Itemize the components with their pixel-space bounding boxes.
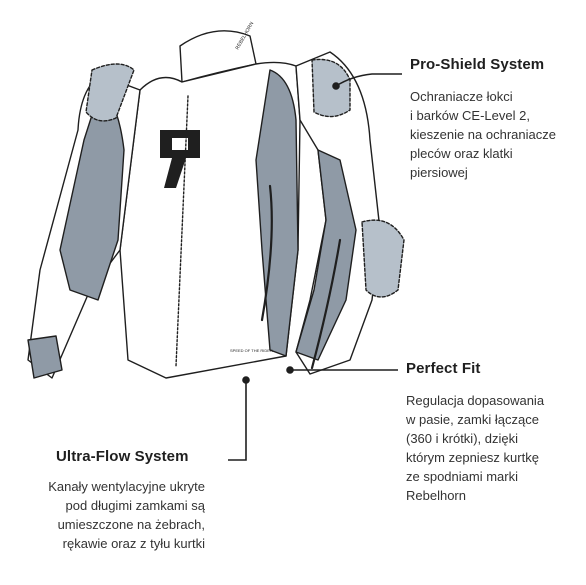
elbow-protector <box>361 219 405 298</box>
feature-description: Ochraniacze łokci i barków CE-Level 2, k… <box>410 87 580 182</box>
desc-line: Regulacja dopasowania <box>406 393 545 408</box>
desc-line: Ochraniacze łokci <box>410 89 513 104</box>
desc-line: pleców oraz klatki <box>410 146 513 161</box>
feature-title: Ultra-Flow System <box>56 448 189 465</box>
callout-pro-shield <box>335 73 402 87</box>
desc-line: umieszczone na żebrach, <box>57 517 205 532</box>
feature-pro-shield: Pro-Shield System Ochraniacze łokci i ba… <box>410 56 580 182</box>
sleeve-vent-zipper <box>310 238 342 370</box>
callout-ultra-flow <box>228 380 247 461</box>
center-zipper <box>175 95 189 367</box>
brand-logo-icon <box>160 130 200 188</box>
desc-line: piersiowej <box>410 165 468 180</box>
desc-line: Rebelhorn <box>406 488 466 503</box>
shoulder-protector-left <box>85 63 135 122</box>
feature-description: Regulacja dopasowania w pasie, zamki łąc… <box>406 391 576 505</box>
desc-line: kieszenie na ochraniacze <box>410 127 556 142</box>
desc-line: (360 i krótki), dzięki <box>406 431 518 446</box>
feature-title: Pro-Shield System <box>410 56 545 73</box>
feature-perfect-fit: Perfect Fit Regulacja dopasowania w pasi… <box>406 360 576 505</box>
desc-line: w pasie, zamki łączące <box>406 412 539 427</box>
jacket-left-cuff <box>27 335 63 379</box>
shoulder-protector-right <box>311 58 351 118</box>
feature-ultra-flow: Ultra-Flow System Kanały wentylacyjne uk… <box>10 448 205 553</box>
desc-line: i barków CE-Level 2, <box>410 108 530 123</box>
desc-line: Kanały wentylacyjne ukryte <box>48 479 205 494</box>
hip-label-text: SPEED OF THE RIDER <box>230 348 273 353</box>
jacket-right-sleeve-panel <box>295 149 357 361</box>
feature-description: Kanały wentylacyjne ukryte pod długimi z… <box>10 477 205 553</box>
feature-title: Perfect Fit <box>406 360 481 377</box>
desc-line: pod długimi zamkami są <box>65 498 205 513</box>
desc-line: rękawie oraz z tyłu kurtki <box>62 536 205 551</box>
desc-line: ze spodniami marki <box>406 469 518 484</box>
desc-line: którym zepniesz kurtkę <box>406 450 539 465</box>
side-vent-zipper <box>260 184 273 322</box>
